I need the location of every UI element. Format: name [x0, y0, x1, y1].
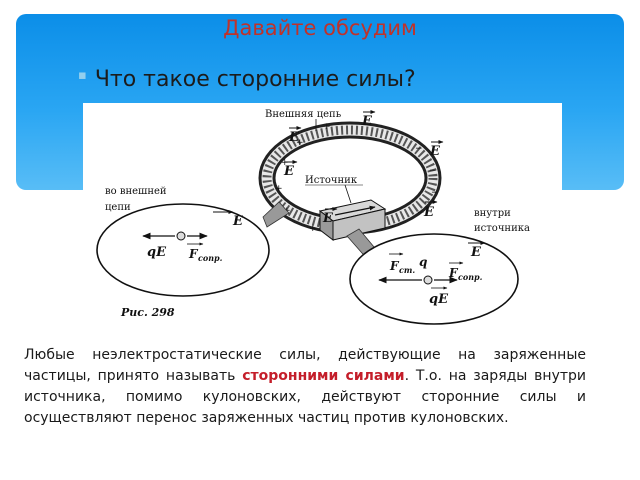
label-outside-1: во внешней — [105, 186, 167, 197]
label-inside-1: внутри — [474, 208, 511, 219]
bullet-item: ▪ Что такое сторонние силы? — [78, 62, 416, 96]
svg-text:E: E — [470, 245, 482, 260]
svg-text:+: + — [309, 224, 317, 234]
svg-text:F: F — [188, 247, 199, 261]
svg-text:−: − — [431, 188, 439, 198]
svg-text:−: − — [417, 208, 425, 218]
circuit-figure: +++ +++ −−− −− Внешняя цепь Источник во … — [83, 103, 562, 325]
source-block — [318, 199, 387, 242]
svg-text:E: E — [429, 144, 441, 159]
svg-text:−: − — [389, 222, 397, 232]
svg-text:qE: qE — [147, 245, 167, 260]
svg-text:ст.: ст. — [399, 265, 415, 275]
svg-text:+: + — [275, 184, 283, 194]
label-outside-2: цепи — [105, 202, 131, 213]
svg-text:+: + — [296, 138, 304, 148]
zoom-inside-source: E F ст. q F сопр. qE — [346, 228, 519, 325]
figure-caption: Рис. 298 — [120, 306, 175, 319]
slide-title: Давайте обсудим — [223, 16, 417, 40]
svg-text:E: E — [288, 130, 300, 145]
question-text: Что такое сторонние силы? — [94, 66, 416, 92]
body-text-end: . Т.о. на заряды внутри источника, помим… — [24, 368, 586, 426]
label-outer-circuit: Внешняя цепь — [265, 109, 342, 120]
svg-text:−: − — [415, 144, 423, 154]
square-bullet-icon: ▪ — [78, 67, 87, 83]
svg-text:F: F — [448, 266, 459, 280]
body-text-start: Любые неэлектростатические силы, действу… — [24, 347, 586, 384]
svg-text:E: E — [322, 211, 334, 226]
svg-text:сопр.: сопр. — [458, 272, 483, 282]
svg-text:q: q — [419, 255, 427, 269]
label-source: Источник — [305, 175, 358, 186]
svg-text:+: + — [281, 158, 289, 168]
svg-text:qE: qE — [429, 292, 449, 307]
svg-text:E: E — [423, 205, 435, 220]
highlight-term: сторонними силами — [242, 368, 405, 384]
body-paragraph: Любые неэлектростатические силы, действу… — [24, 345, 586, 429]
svg-text:E: E — [232, 214, 244, 229]
zoom-outer-circuit: E qE F сопр. — [96, 201, 290, 297]
pointer-source — [344, 184, 352, 204]
label-inside-2: источника — [474, 223, 530, 234]
svg-text:−: − — [429, 166, 437, 176]
svg-text:E: E — [283, 164, 295, 179]
svg-text:F: F — [389, 259, 400, 273]
svg-text:сопр.: сопр. — [198, 253, 223, 263]
svg-text:+: + — [323, 122, 331, 132]
svg-text:E: E — [361, 114, 373, 129]
ring-e-vectors: E E E E E E — [283, 110, 444, 226]
